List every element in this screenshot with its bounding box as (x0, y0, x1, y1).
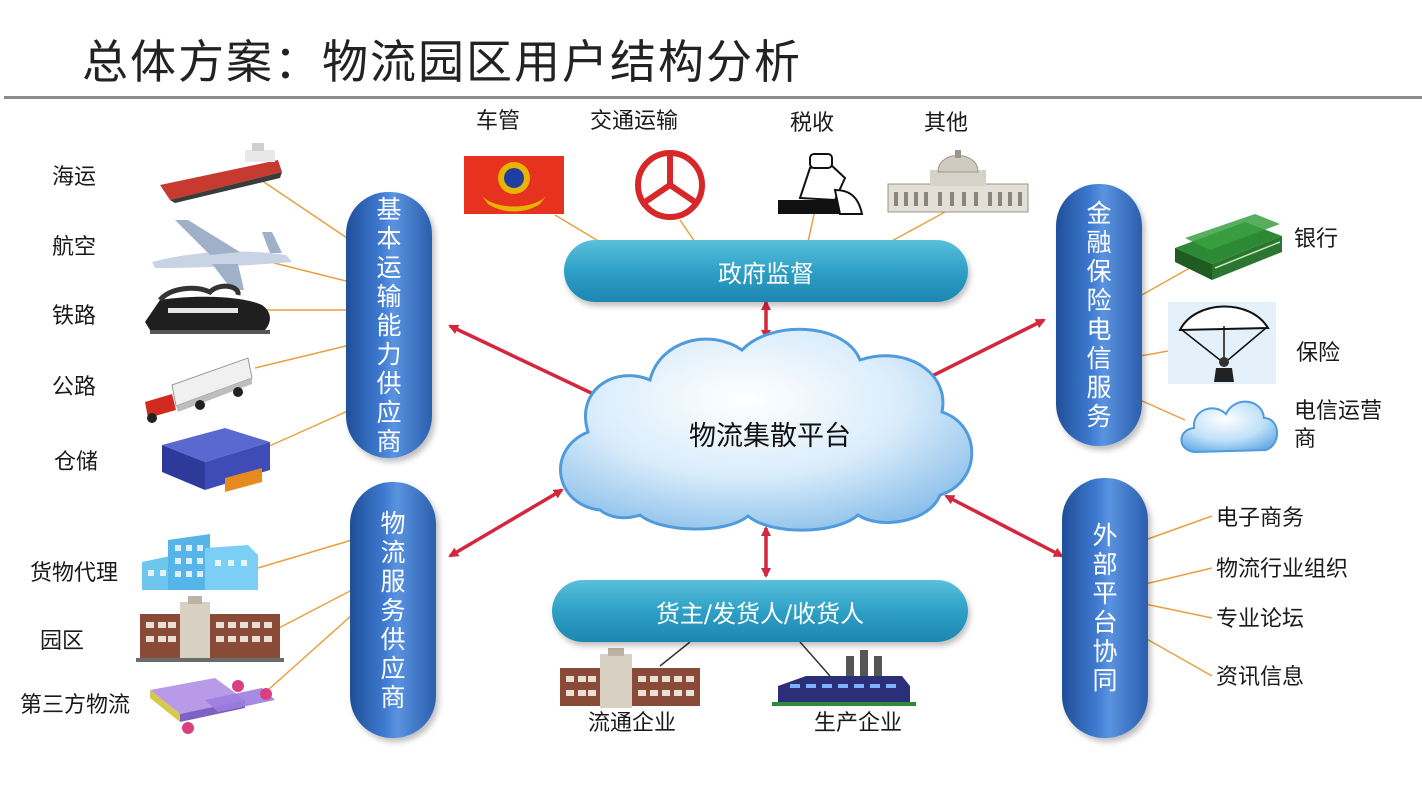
government-item-tax: 税收 (789, 111, 835, 136)
police-badge-icon (464, 156, 564, 214)
truck-icon (145, 357, 253, 423)
logistics-item-park: 园区 (40, 629, 85, 654)
platform-cloud (559, 327, 974, 532)
government-bar[interactable]: 政府监督 (564, 240, 968, 302)
government-item-transport: 交通运输 (589, 109, 679, 134)
transport-item-road: 公路 (52, 375, 97, 400)
finance-item-telecom: 电信运营商 (1294, 399, 1383, 452)
ship-icon (160, 143, 282, 203)
finance-service-label: 金融保险电信服务 (1086, 199, 1112, 431)
government-item-other: 其他 (923, 111, 969, 136)
transport-connectors (254, 175, 351, 449)
traffic-emblem-icon (635, 150, 705, 220)
industrial-plant-icon (772, 650, 916, 706)
page-title: 总体方案：物流园区用户结构分析 (82, 35, 802, 89)
tax-stamp-icon (778, 153, 864, 215)
finance-item-insurance: 保险 (1296, 341, 1341, 366)
logistics-service-pill[interactable]: 物流服务供应商 (350, 482, 436, 738)
government-connectors (554, 209, 946, 243)
transport-supplier-pill[interactable]: 基本运输能力供应商 (346, 192, 432, 458)
transport-item-storage: 仓储 (54, 450, 99, 475)
external-connectors (1144, 515, 1213, 677)
external-item-ecommerce: 电子商务 (1216, 506, 1305, 531)
money-stack-icon (1175, 214, 1282, 280)
finance-item-bank: 银行 (1294, 227, 1339, 252)
parachute-icon (1168, 302, 1276, 384)
owners-item-manufacturing: 生产企业 (813, 711, 903, 736)
conveyor-icon (150, 678, 275, 734)
finance-service-pill[interactable]: 金融保险电信服务 (1056, 184, 1142, 446)
logistics-connectors (257, 539, 353, 691)
transport-item-sea: 海运 (52, 165, 97, 190)
owners-item-distribution: 流通企业 (587, 711, 677, 736)
external-platform-pill[interactable]: 外部平台协同 (1062, 478, 1148, 738)
external-platform-label: 外部平台协同 (1092, 521, 1118, 695)
external-item-forum: 专业论坛 (1216, 607, 1305, 632)
train-icon (145, 283, 270, 334)
logistics-item-3pl: 第三方物流 (20, 693, 131, 718)
government-item-vehicle: 车管 (475, 109, 521, 134)
owners-bar[interactable]: 货主/发货人/收货人 (552, 580, 968, 642)
transport-item-air: 航空 (52, 235, 97, 260)
title-divider (4, 96, 1422, 99)
capitol-building-icon (887, 150, 1029, 213)
cloud-icon (1180, 400, 1278, 454)
park-building-icon (136, 596, 284, 662)
external-item-industry-org: 物流行业组织 (1216, 557, 1349, 582)
platform-arrows (448, 300, 1064, 578)
office-building-icon (142, 534, 258, 590)
logistics-item-agent: 货物代理 (30, 561, 119, 586)
factory-building-icon (560, 648, 700, 708)
airplane-icon (152, 220, 292, 290)
owners-connectors (659, 641, 831, 677)
external-item-news: 资讯信息 (1216, 665, 1305, 690)
warehouse-icon (162, 428, 270, 492)
transport-supplier-label: 基本运输能力供应商 (376, 194, 402, 456)
platform-label: 物流集散平台 (689, 421, 851, 452)
transport-item-rail: 铁路 (52, 304, 97, 329)
logistics-service-label: 物流服务供应商 (380, 508, 406, 712)
